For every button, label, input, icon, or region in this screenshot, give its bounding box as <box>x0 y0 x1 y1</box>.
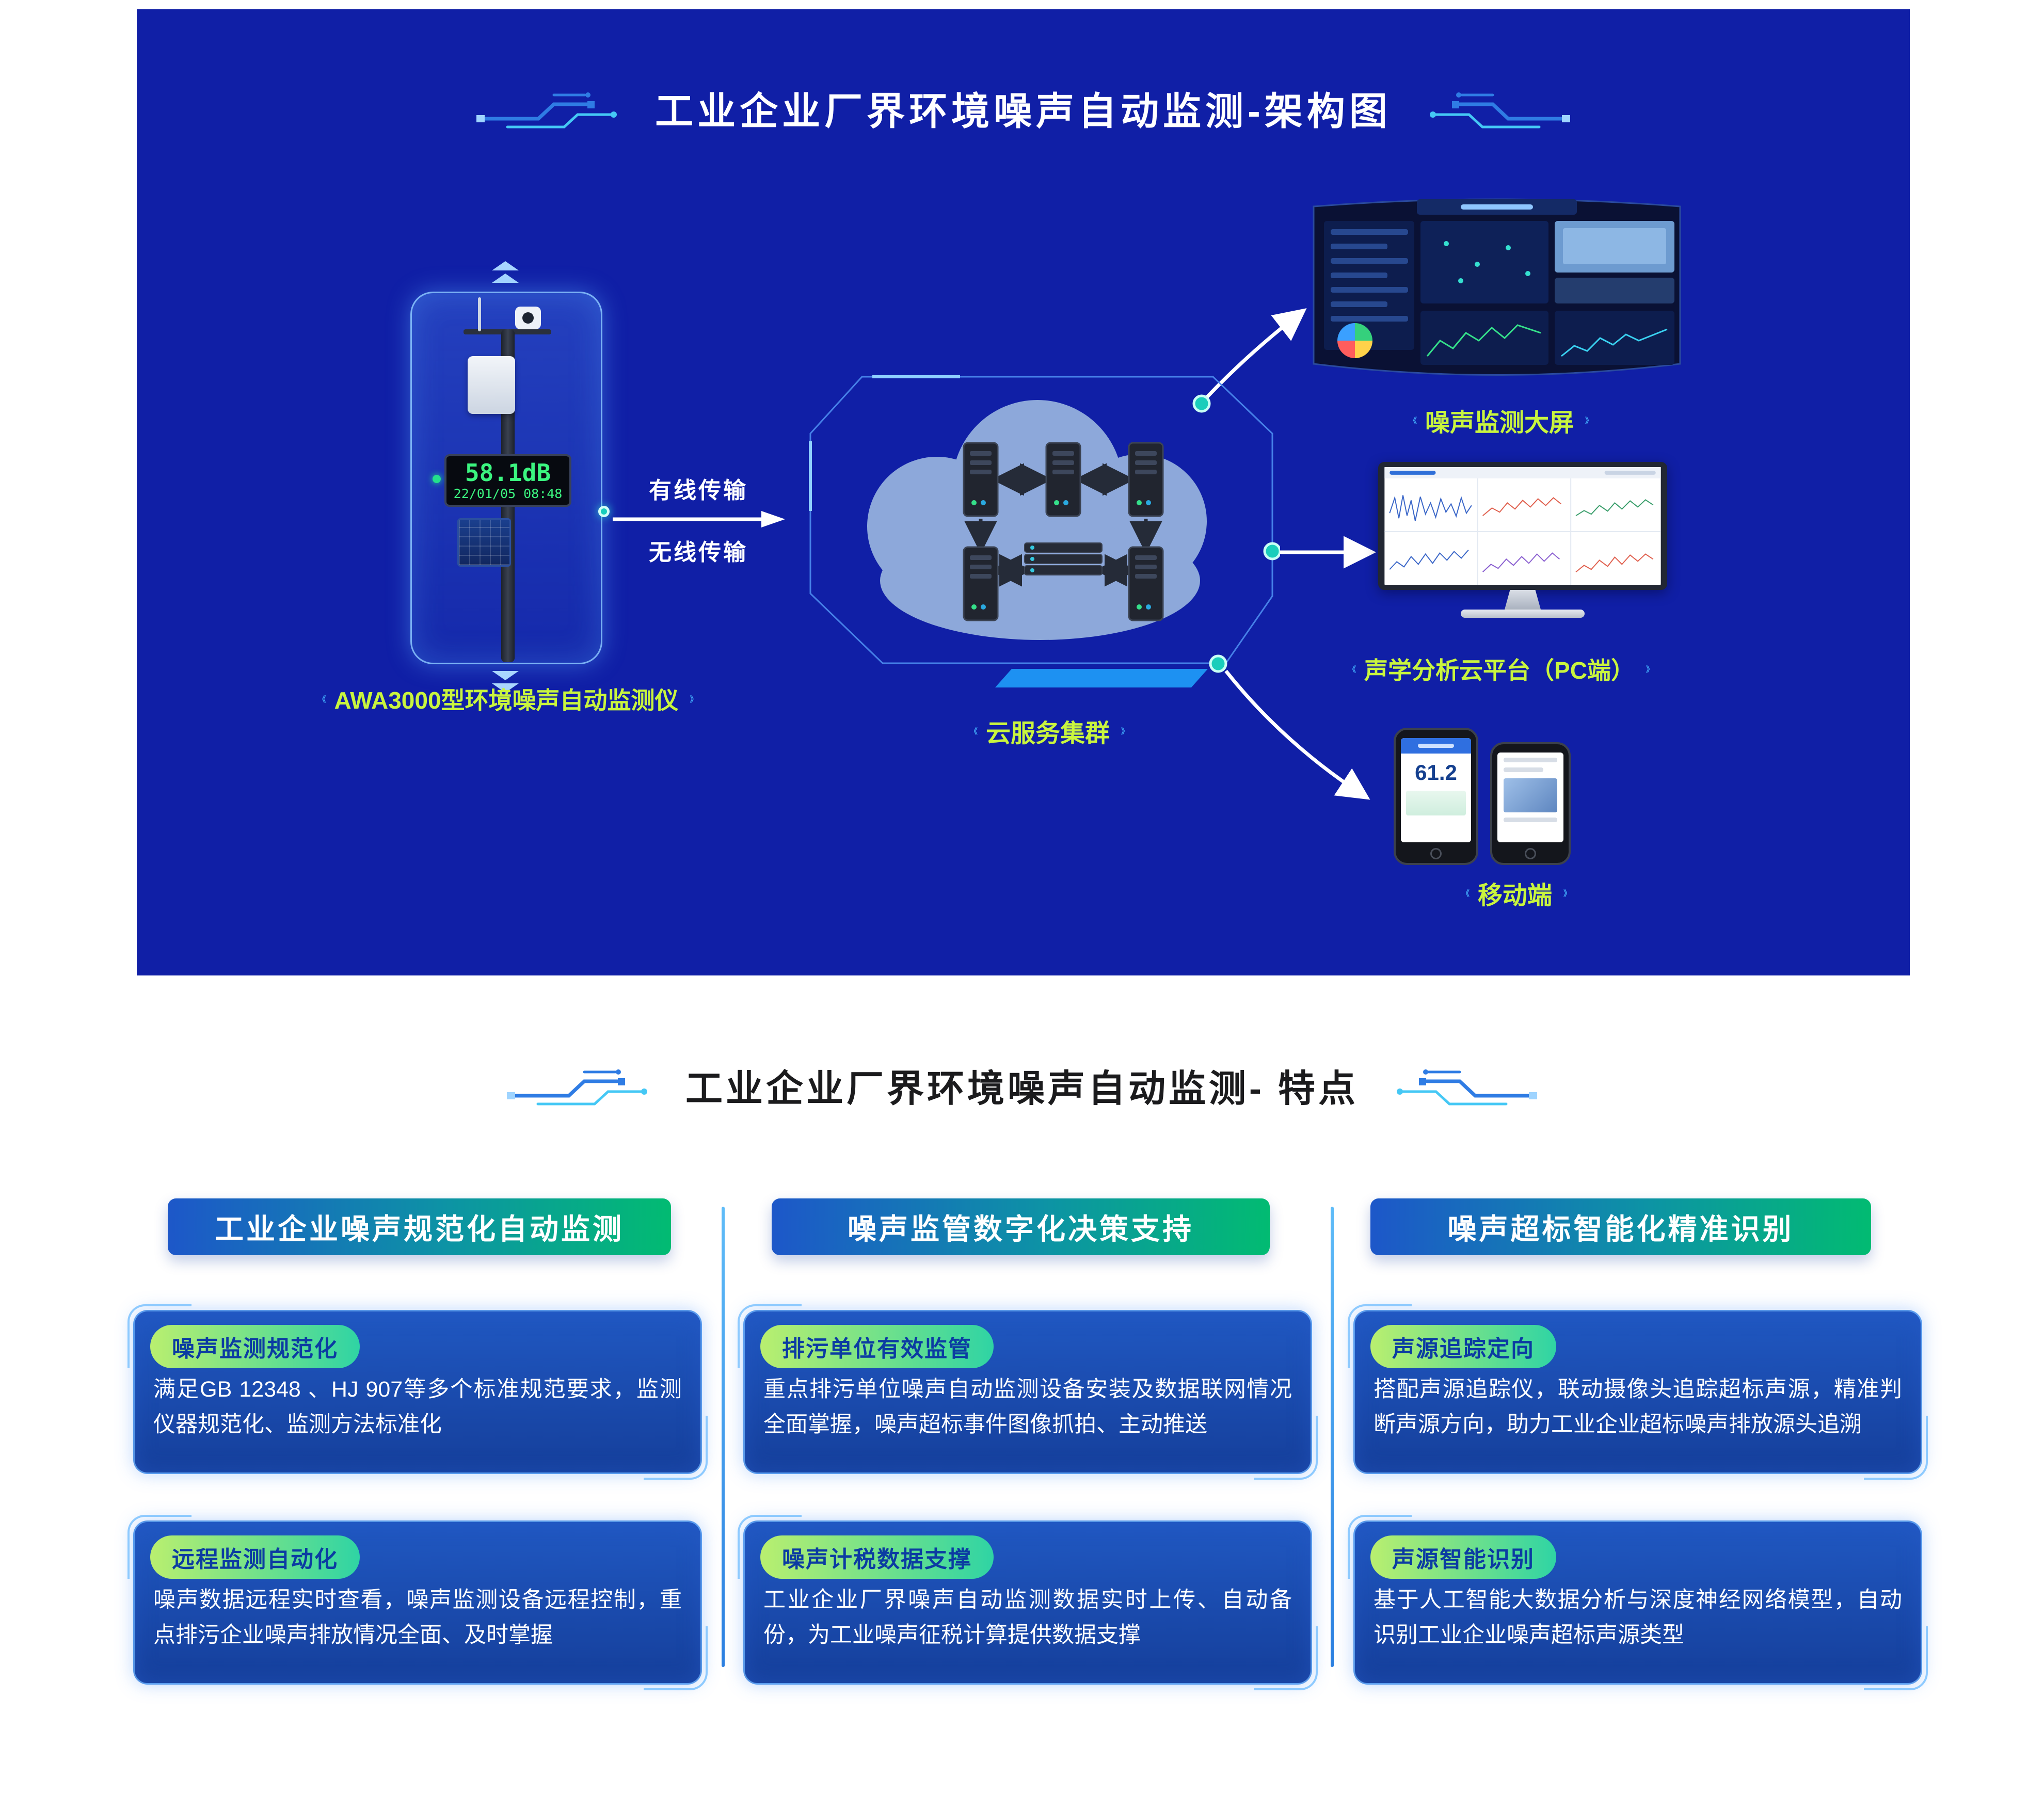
chevron-right-icon: 》 <box>1646 665 1654 674</box>
noise-monitor-device: 58.1dB 22/01/05 08:48 <box>410 292 602 664</box>
server-icon <box>1128 546 1164 621</box>
chevron-left-icon: 《 <box>318 695 326 704</box>
cloud-label: 《 云服务集群 》 <box>932 714 1164 747</box>
feature-card: 噪声监测规范化 满足GB 12348 、HJ 907等多个标准规范要求，监测仪器… <box>127 1304 708 1480</box>
feature-card-body: 满足GB 12348 、HJ 907等多个标准规范要求，监测仪器规范化、监测方法… <box>153 1377 682 1437</box>
circuit-decoration-right-icon <box>1396 1069 1537 1105</box>
feature-card-tag: 噪声计税数据支撑 <box>760 1535 994 1579</box>
feature-card: 噪声计税数据支撑 工业企业厂界噪声自动监测数据实时上传、自动备份，为工业噪声征税… <box>738 1515 1318 1690</box>
chevron-left-icon: 《 <box>1462 889 1470 898</box>
mobile-label-text: 移动端 <box>1477 882 1552 909</box>
feature-card-body: 搭配声源追踪仪，联动摄像头追踪超标声源，精准判断声源方向，助力工业企业超标噪声排… <box>1374 1377 1902 1437</box>
circuit-decoration-left-icon <box>507 1069 647 1105</box>
circuit-decoration-left-icon <box>476 92 617 128</box>
device-label: 《 AWA3000型环境噪声自动监测仪 》 <box>315 682 697 715</box>
server-icon <box>963 442 999 517</box>
big-screen <box>1313 198 1681 376</box>
phone-text-line <box>1504 818 1557 822</box>
mobile-label: 《 移动端 》 <box>1432 876 1598 909</box>
feature-card-body: 重点排污单位噪声自动监测设备安装及数据联网情况全面掌握，噪声超标事件图像抓拍、主… <box>763 1377 1292 1437</box>
features-title-row: 工业企业厂界环境噪声自动监测- 特点 <box>0 1058 2044 1112</box>
feature-column-header-3: 噪声超标智能化精准识别 <box>1370 1198 1871 1255</box>
server-icon <box>1128 442 1164 517</box>
pc-monitor <box>1378 462 1667 618</box>
phone-screen: 61.2 <box>1401 738 1471 842</box>
chevron-left-icon: 《 <box>1348 665 1356 674</box>
feature-card: 声源智能识别 基于人工智能大数据分析与深度神经网络模型，自动识别工业企业噪声超标… <box>1348 1515 1928 1690</box>
phone-noise-reading: 61.2 <box>1415 760 1457 785</box>
feature-card: 排污单位有效监管 重点排污单位噪声自动监测设备安装及数据联网情况全面掌握，噪声超… <box>738 1304 1318 1480</box>
pie-chart-icon <box>1337 323 1372 358</box>
feature-card: 声源追踪定向 搭配声源追踪仪，联动摄像头追踪超标声源，精准判断声源方向，助力工业… <box>1348 1304 1928 1480</box>
storage-rack-icon <box>1024 542 1103 575</box>
server-icon <box>963 546 999 621</box>
chevron-left-icon: 《 <box>1409 417 1417 425</box>
chevron-right-icon: 》 <box>1121 727 1129 736</box>
phone-text-line <box>1504 767 1543 772</box>
mobile-phone-2 <box>1490 742 1571 865</box>
feature-card-tag: 声源智能识别 <box>1370 1535 1556 1579</box>
feature-column-header-1: 工业企业噪声规范化自动监测 <box>168 1198 671 1255</box>
pc-screen <box>1378 462 1667 590</box>
device-label-text: AWA3000型环境噪声自动监测仪 <box>334 687 679 714</box>
cloud-label-text: 云服务集群 <box>985 720 1110 747</box>
device-display: 58.1dB 22/01/05 08:48 <box>444 454 571 507</box>
monitor-stand-base <box>1461 610 1585 618</box>
mobile-phone-1: 61.2 <box>1394 728 1478 865</box>
column-divider <box>722 1207 725 1667</box>
home-button-icon <box>1430 848 1442 859</box>
chevron-right-icon: 》 <box>690 695 698 704</box>
feature-card-body: 基于人工智能大数据分析与深度神经网络模型，自动识别工业企业噪声超标声源类型 <box>1374 1588 1902 1647</box>
circuit-decoration-right-icon <box>1429 92 1570 128</box>
solar-panel <box>457 518 511 567</box>
device-display-reading: 58.1dB <box>465 459 551 487</box>
chevron-right-icon: 》 <box>1563 889 1571 898</box>
architecture-title: 工业企业厂界环境噪声自动监测-架构图 <box>655 90 1392 133</box>
chevron-right-icon: 》 <box>1585 417 1593 425</box>
feature-card-tag: 排污单位有效监管 <box>760 1325 994 1368</box>
phone-screen <box>1497 753 1563 842</box>
feature-card-tag: 噪声监测规范化 <box>150 1325 360 1368</box>
pc-label-text: 声学分析云平台（PC端） <box>1364 657 1635 684</box>
column-divider <box>1331 1207 1334 1667</box>
phone-image-block <box>1504 778 1557 812</box>
big-screen-label-text: 噪声监测大屏 <box>1425 409 1574 437</box>
features-title: 工业企业厂界环境噪声自动监测- 特点 <box>685 1068 1359 1110</box>
connection-dots <box>1192 394 1280 673</box>
chevron-up-icon <box>492 261 519 283</box>
big-screen-label: 《 噪声监测大屏 》 <box>1391 404 1608 437</box>
architecture-title-row: 工业企业厂界环境噪声自动监测-架构图 <box>137 81 1910 136</box>
pc-label: 《 声学分析云平台（PC端） 》 <box>1319 652 1680 685</box>
antenna-icon <box>478 297 481 331</box>
architecture-panel: 工业企业厂界环境噪声自动监测-架构图 <box>137 9 1910 975</box>
chevron-left-icon: 《 <box>970 727 978 736</box>
feature-card: 远程监测自动化 噪声数据远程实时查看，噪声监测设备远程控制，重点排污企业噪声排放… <box>127 1515 708 1690</box>
home-button-icon <box>1525 848 1536 859</box>
chevron-down-icon <box>492 671 519 693</box>
camera-icon <box>515 307 541 329</box>
feature-card-tag: 声源追踪定向 <box>1370 1325 1556 1368</box>
transmission-arrow-icon <box>613 511 785 527</box>
wired-transmission-label: 有线传输 <box>649 478 748 503</box>
server-icon <box>1045 442 1081 517</box>
phone-app-header <box>1401 738 1471 754</box>
wireless-transmission-label: 无线传输 <box>649 540 748 565</box>
feature-column-header-2: 噪声监管数字化决策支持 <box>772 1198 1270 1255</box>
phone-text-line <box>1504 758 1557 762</box>
cloud-cluster <box>809 375 1280 687</box>
transmission-block: 有线传输 无线传输 <box>608 472 789 567</box>
device-display-datetime: 22/01/05 08:48 <box>453 486 563 501</box>
equipment-box <box>468 356 515 414</box>
connection-dot-device <box>598 506 610 517</box>
feature-card-body: 工业企业厂界噪声自动监测数据实时上传、自动备份，为工业噪声征税计算提供数据支撑 <box>763 1588 1292 1647</box>
phone-chart <box>1406 791 1466 815</box>
pc-dashboard <box>1384 467 1661 585</box>
feature-card-tag: 远程监测自动化 <box>150 1535 360 1579</box>
feature-card-body: 噪声数据远程实时查看，噪声监测设备远程控制，重点排污企业噪声排放情况全面、及时掌… <box>153 1588 682 1647</box>
status-led-icon <box>433 475 441 483</box>
monitor-stand-neck <box>1505 590 1541 610</box>
